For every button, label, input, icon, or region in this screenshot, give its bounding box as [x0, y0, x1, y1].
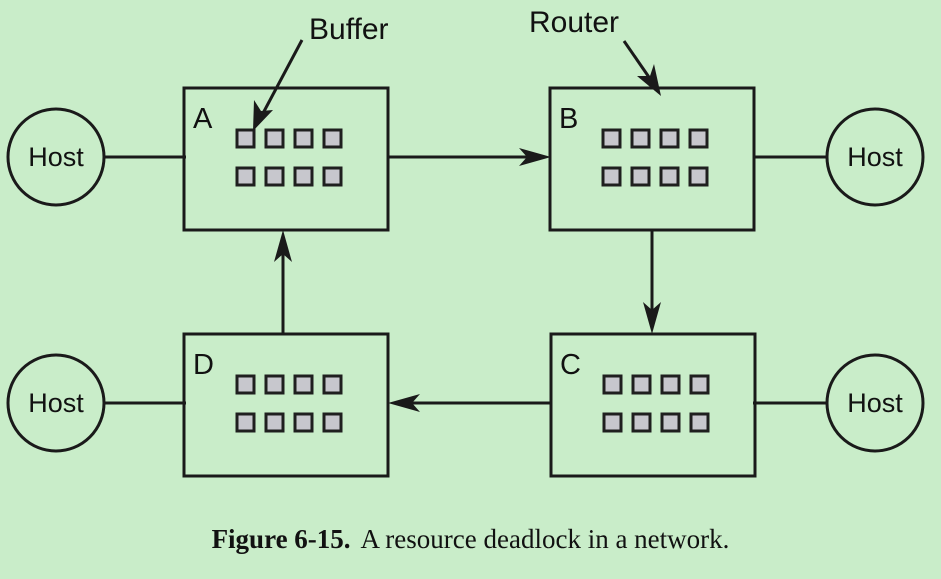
router-node-c[interactable]: C: [549, 332, 757, 478]
buffer-cell: [235, 166, 256, 187]
buffer-cell: [264, 374, 285, 395]
buffer-cell: [264, 412, 285, 433]
buffer-cell: [322, 412, 343, 433]
router-d-buffers: [235, 374, 343, 433]
callout-buffer-leader-line: [259, 39, 304, 118]
buffer-cell: [293, 166, 314, 187]
arrowhead-c-to-d: [388, 394, 420, 412]
host-node-c[interactable]: Host: [825, 353, 925, 453]
buffer-cell: [660, 374, 681, 395]
arrowhead-b-to-c: [643, 302, 661, 334]
router-d-label: D: [193, 349, 214, 381]
buffer-cell: [689, 412, 710, 433]
buffer-cell: [293, 128, 314, 149]
host-c-circle: [825, 353, 925, 453]
callout-router-arrowhead: [637, 64, 661, 96]
arrowhead-d-to-a: [274, 230, 292, 262]
host-node-a[interactable]: Host: [6, 107, 106, 207]
buffer-cell: [688, 128, 709, 149]
buffer-cell: [235, 128, 256, 149]
callout-router-label: Router: [529, 6, 619, 39]
buffer-cell: [293, 374, 314, 395]
router-c-label: C: [560, 349, 581, 381]
router-node-b[interactable]: B: [548, 86, 756, 232]
host-c-label: Host: [847, 388, 903, 418]
buffer-cell: [264, 166, 285, 187]
host-a-circle: [6, 107, 106, 207]
buffer-cell: [264, 128, 285, 149]
callout-buffer-arrowhead: [253, 100, 273, 131]
host-b-circle: [825, 107, 925, 207]
buffer-cell: [659, 166, 680, 187]
router-b-label: B: [559, 103, 578, 135]
buffer-cell: [601, 128, 622, 149]
buffer-cell: [630, 128, 651, 149]
router-node-a[interactable]: A: [182, 86, 390, 232]
router-d-box: [182, 332, 390, 478]
buffer-cell: [293, 412, 314, 433]
buffer-cell: [322, 166, 343, 187]
host-d-label: Host: [28, 388, 84, 418]
buffer-cell: [235, 412, 256, 433]
buffer-cell: [659, 128, 680, 149]
host-node-b[interactable]: Host: [825, 107, 925, 207]
arrowhead-a-to-b: [519, 148, 551, 166]
buffer-cell: [235, 374, 256, 395]
buffer-cell: [602, 412, 623, 433]
buffer-cell: [602, 374, 623, 395]
host-node-d[interactable]: Host: [6, 353, 106, 453]
callout-buffer-label: Buffer: [309, 13, 389, 46]
callout-buffer: Buffer: [253, 13, 389, 131]
buffer-cell: [322, 374, 343, 395]
router-a-box: [182, 86, 390, 232]
callout-router: Router: [529, 6, 661, 96]
router-b-box: [548, 86, 756, 232]
buffer-cell: [601, 166, 622, 187]
router-a-label: A: [193, 103, 213, 135]
buffer-cell: [322, 128, 343, 149]
buffer-cell: [660, 412, 681, 433]
router-c-box: [549, 332, 757, 478]
host-b-label: Host: [847, 142, 903, 172]
buffer-cell: [630, 166, 651, 187]
buffer-cell: [631, 412, 652, 433]
host-d-circle: [6, 353, 106, 453]
router-c-buffers: [602, 374, 710, 433]
router-a-buffers: [235, 128, 343, 187]
router-b-buffers: [601, 128, 709, 187]
caption-text: A resource deadlock in a network.: [360, 524, 730, 554]
buffer-cell: [631, 374, 652, 395]
buffer-cell: [689, 374, 710, 395]
host-a-label: Host: [28, 142, 84, 172]
buffer-cell: [688, 166, 709, 187]
caption-number: Figure 6-15.: [211, 524, 351, 554]
figure-caption: Figure 6-15. A resource deadlock in a net…: [0, 524, 941, 555]
router-node-d[interactable]: D: [182, 332, 390, 478]
